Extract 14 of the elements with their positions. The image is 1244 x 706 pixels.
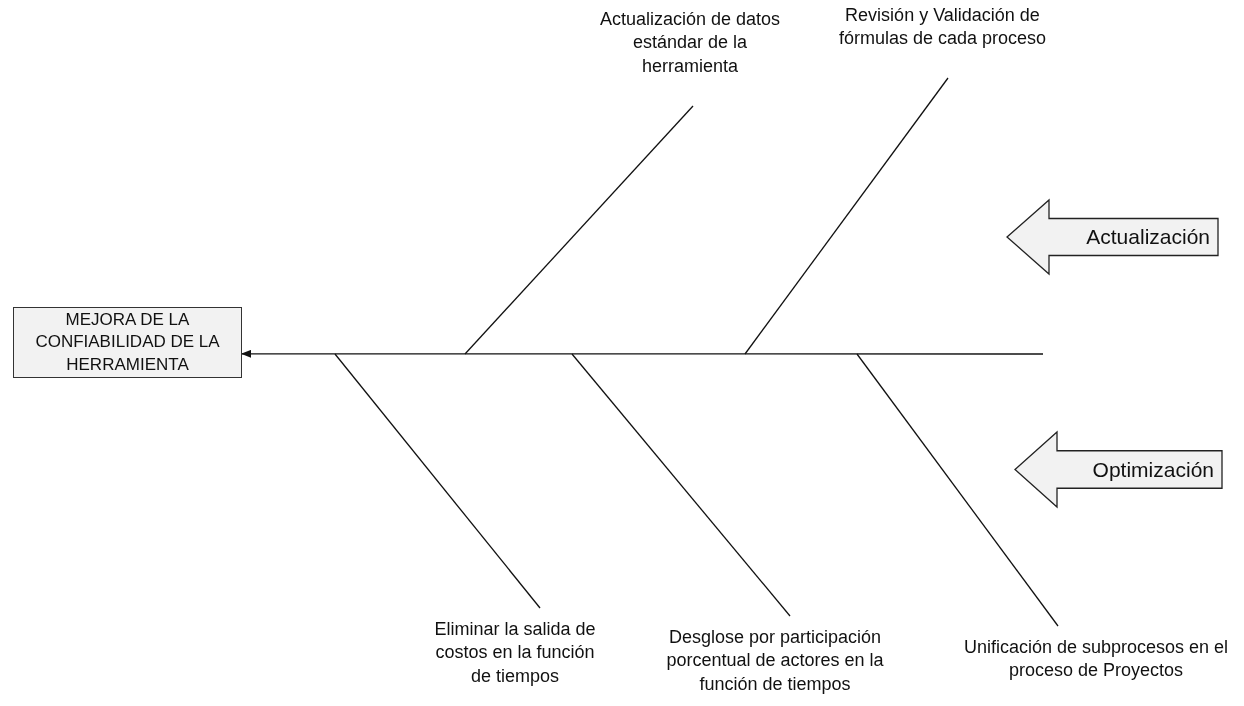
cause-text: Desglose por participación porcentual de actores en la función de tiempos — [640, 626, 910, 704]
cause-text: Actualización de datos estándar de la herramienta — [590, 8, 790, 104]
cause-text: Eliminar la salida de costos en la función de tiempos — [430, 618, 600, 702]
rib-line — [744, 77, 949, 355]
cause-text: Unificación de subprocesos en el proceso de Proyectos — [952, 636, 1240, 692]
spine-arrow — [241, 349, 1044, 358]
category-label: Optimización — [1092, 457, 1215, 482]
effect-box: MEJORA DE LA CONFIABILIDAD DE LA HERRAMIENTA — [13, 307, 242, 378]
rib-line — [464, 105, 694, 355]
rib-line — [571, 353, 791, 617]
rib-line — [856, 353, 1059, 627]
cause-text: Revisión y Validación de fórmulas de cada proceso — [835, 4, 1050, 76]
rib-line — [334, 353, 541, 609]
category-label: Actualización — [1086, 225, 1211, 249]
